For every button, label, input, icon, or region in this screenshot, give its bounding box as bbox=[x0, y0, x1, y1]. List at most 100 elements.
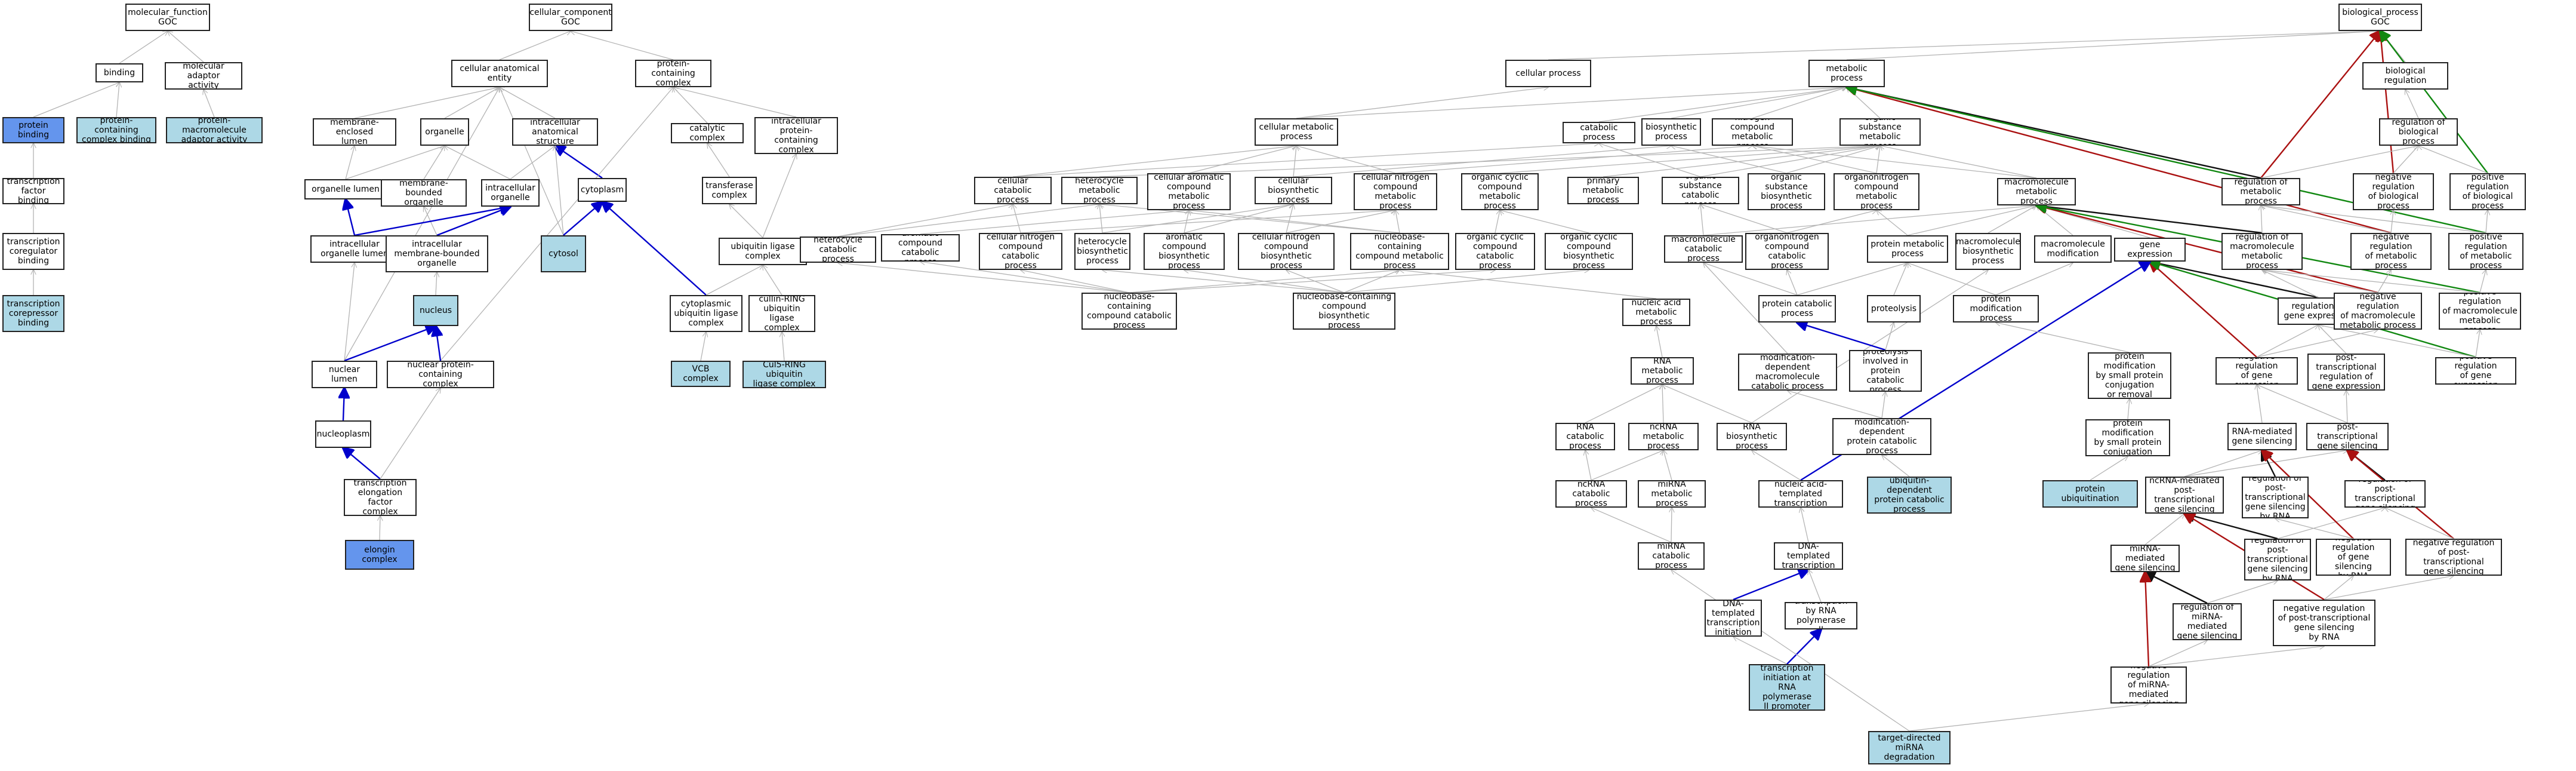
go-term-bioreg[interactable]: biological regulation bbox=[2362, 62, 2448, 90]
go-term-prmp[interactable]: positive regulation of metabolic process bbox=[2448, 233, 2523, 270]
go-term-trnap[interactable]: transcription by RNA polymerase II bbox=[1785, 602, 1857, 629]
go-term-metproc[interactable]: metabolic process bbox=[1808, 60, 1885, 87]
go-term-occmp[interactable]: organic cyclic compound metabolic proces… bbox=[1461, 173, 1539, 210]
go-term-nrmp[interactable]: negative regulation of metabolic process bbox=[2350, 233, 2432, 270]
go-term-osbp[interactable]: organic substance biosynthetic process bbox=[1748, 173, 1825, 210]
go-term-proteolysis[interactable]: proteolysis bbox=[1867, 295, 1921, 322]
go-term-regbp[interactable]: regulation of biological process bbox=[2379, 118, 2458, 146]
go-term-ptgs[interactable]: post-transcriptional gene silencing bbox=[2306, 423, 2389, 450]
go-term-rnabp[interactable]: RNA biosynthetic process bbox=[1717, 423, 1787, 450]
go-term-vcb[interactable]: VCB complex bbox=[671, 361, 731, 387]
go-term-elongin[interactable]: elongin complex bbox=[345, 540, 414, 570]
go-term-nucleus[interactable]: nucleus bbox=[413, 295, 458, 326]
go-term-regmp[interactable]: regulation of metabolic process bbox=[2221, 178, 2300, 205]
go-term-namp[interactable]: nucleic acid metabolic process bbox=[1622, 299, 1690, 326]
go-term-regptgsrna[interactable]: regulation of post-transcriptional gene … bbox=[2242, 477, 2309, 518]
go-term-hbp[interactable]: heterocycle biosynthetic process bbox=[1074, 233, 1130, 270]
go-term-pipcp[interactable]: proteolysis involved in protein cataboli… bbox=[1849, 350, 1922, 392]
go-term-regmirnags[interactable]: regulation of miRNA-mediated gene silenc… bbox=[2173, 603, 2242, 640]
go-term-cmp[interactable]: cellular metabolic process bbox=[1255, 118, 1338, 146]
go-term-ncrnacp[interactable]: ncRNA catabolic process bbox=[1555, 480, 1627, 508]
go-term-ncrnamp[interactable]: ncRNA metabolic process bbox=[1628, 423, 1699, 450]
go-term-cc[interactable]: cellular_component GOC bbox=[529, 4, 612, 31]
go-term-onccp[interactable]: organonitrogen compound catabolic proces… bbox=[1745, 233, 1829, 270]
go-term-occbp[interactable]: organic cyclic compound biosynthetic pro… bbox=[1545, 233, 1633, 270]
go-term-npcc[interactable]: nuclear protein-containing complex bbox=[387, 361, 494, 388]
go-term-regptgs[interactable]: regulation of post-transcriptional gene … bbox=[2344, 480, 2426, 508]
go-term-biosynproc[interactable]: biosynthetic process bbox=[1641, 118, 1701, 146]
go-term-tfb[interactable]: transcription factor binding bbox=[2, 178, 64, 204]
go-term-mbo[interactable]: membrane-bounded organelle bbox=[381, 179, 467, 207]
go-term-ptrge[interactable]: post-transcriptional regulation of gene … bbox=[2307, 354, 2385, 391]
go-term-pccb[interactable]: protein-containing complex binding bbox=[76, 117, 156, 143]
go-term-pmspc[interactable]: protein modification by small protein co… bbox=[2088, 352, 2171, 399]
go-term-madapt[interactable]: molecular adaptor activity bbox=[165, 62, 242, 90]
go-term-ulcx[interactable]: ubiquitin ligase complex bbox=[719, 238, 807, 265]
go-term-bp[interactable]: biological_process GOC bbox=[2338, 4, 2422, 31]
go-term-cae[interactable]: cellular anatomical entity bbox=[451, 60, 548, 87]
go-term-iol[interactable]: intracellular organelle lumen bbox=[310, 235, 399, 263]
go-term-ol[interactable]: organelle lumen bbox=[304, 179, 387, 199]
go-term-tdmd[interactable]: target-directed miRNA degradation bbox=[1868, 731, 1951, 764]
go-term-nrbp[interactable]: negative regulation of biological proces… bbox=[2353, 173, 2434, 210]
go-term-io[interactable]: intracellular organelle bbox=[481, 179, 540, 207]
go-term-onmp[interactable]: organonitrogen compound metabolic proces… bbox=[1834, 173, 1919, 210]
go-term-occcp[interactable]: organic cyclic compound catabolic proces… bbox=[1455, 233, 1535, 270]
go-term-prge[interactable]: positive regulation of gene expression bbox=[2435, 357, 2516, 385]
go-term-mel[interactable]: membrane-enclosed lumen bbox=[313, 118, 396, 146]
go-term-mmp[interactable]: macromolecule metabolic process bbox=[1997, 178, 2076, 205]
go-term-mcp[interactable]: macromolecule catabolic process bbox=[1664, 235, 1743, 263]
go-term-binding[interactable]: binding bbox=[95, 63, 143, 82]
go-term-cnccp[interactable]: cellular nitrogen compound catabolic pro… bbox=[979, 233, 1062, 270]
go-term-protcp[interactable]: protein catabolic process bbox=[1758, 295, 1836, 322]
go-term-rnags[interactable]: RNA-mediated gene silencing bbox=[2227, 423, 2297, 450]
go-term-cul5[interactable]: Cul5-RING ubiquitin ligase complex bbox=[742, 361, 826, 388]
go-term-dtti[interactable]: DNA-templated transcription initiation bbox=[1705, 600, 1762, 637]
go-term-pmspconj[interactable]: protein modification by small protein co… bbox=[2085, 419, 2170, 456]
go-term-tiarnap[interactable]: transcription initiation at RNA polymera… bbox=[1749, 664, 1825, 711]
go-term-ncrnagsil[interactable]: ncRNA-mediated post-transcriptional gene… bbox=[2145, 477, 2224, 514]
go-term-nrmirnags[interactable]: negative regulation of miRNA-mediated ge… bbox=[2110, 666, 2187, 704]
go-term-udpcp[interactable]: ubiquitin-dependent protein catabolic pr… bbox=[1867, 477, 1952, 514]
go-term-tcob[interactable]: transcription coregulator binding bbox=[2, 233, 64, 270]
go-term-dtt[interactable]: DNA-templated transcription bbox=[1774, 542, 1843, 570]
go-term-nbcmp[interactable]: nucleobase-containing compound metabolic… bbox=[1350, 233, 1449, 270]
go-term-cytosol[interactable]: cytosol bbox=[541, 235, 586, 272]
go-term-mmod[interactable]: macromolecule modification bbox=[2034, 235, 2112, 263]
go-term-mf[interactable]: molecular_function GOC bbox=[125, 4, 210, 31]
go-term-mdpcp[interactable]: modification-dependent protein catabolic… bbox=[1832, 418, 1931, 455]
go-term-protmp[interactable]: protein metabolic process bbox=[1867, 235, 1948, 263]
go-term-nucleoplasm[interactable]: nucleoplasm bbox=[315, 420, 371, 448]
go-term-ccp[interactable]: cellular catabolic process bbox=[974, 177, 1052, 204]
go-term-pcc[interactable]: protein-containing complex bbox=[635, 60, 711, 87]
go-term-rnacp[interactable]: RNA catabolic process bbox=[1555, 423, 1615, 450]
go-term-geneexp[interactable]: gene expression bbox=[2114, 238, 2186, 262]
go-term-crulcx[interactable]: cullin-RING ubiquitin ligase complex bbox=[748, 295, 815, 332]
go-term-protbind[interactable]: protein binding bbox=[2, 117, 64, 143]
go-term-natt[interactable]: nucleic acid-templated transcription bbox=[1758, 480, 1843, 508]
go-term-tefc[interactable]: transcription elongation factor complex bbox=[344, 479, 417, 516]
go-term-cytoplasm[interactable]: cytoplasm bbox=[578, 178, 627, 202]
go-term-protubiq[interactable]: protein ubiquitination bbox=[2042, 480, 2138, 508]
go-term-mdmcp[interactable]: modification-dependent macromolecule cat… bbox=[1738, 354, 1837, 391]
go-term-mirnacp[interactable]: miRNA catabolic process bbox=[1638, 542, 1705, 570]
go-term-prmmp[interactable]: positive regulation of macromolecule met… bbox=[2439, 293, 2521, 330]
go-term-organelle[interactable]: organelle bbox=[420, 118, 469, 146]
go-term-nrptgs[interactable]: negative regulation of post-transcriptio… bbox=[2405, 539, 2502, 576]
go-term-catproc[interactable]: catabolic process bbox=[1563, 122, 1635, 143]
go-term-acbp[interactable]: aromatic compound biosynthetic process bbox=[1144, 233, 1225, 270]
go-term-trcx[interactable]: transferase complex bbox=[702, 177, 757, 204]
go-term-oscp[interactable]: organic substance catabolic process bbox=[1662, 177, 1739, 204]
go-term-cellproc[interactable]: cellular process bbox=[1505, 60, 1591, 87]
go-term-ipcc[interactable]: intracellular protein-containing complex bbox=[754, 117, 838, 154]
go-term-rnamp[interactable]: RNA metabolic process bbox=[1631, 357, 1694, 385]
go-term-imbo[interactable]: intracellular membrane-bounded organelle bbox=[386, 235, 488, 272]
go-term-nrptgsrna[interactable]: negative regulation of post-transcriptio… bbox=[2273, 600, 2375, 646]
go-term-pmaa[interactable]: protein-macromolecule adaptor activity bbox=[166, 117, 263, 143]
go-term-ncmp[interactable]: nitrogen compound metabolic process bbox=[1712, 118, 1793, 146]
go-term-tcorb[interactable]: transcription corepressor binding bbox=[2, 295, 64, 332]
go-term-nrgsrna[interactable]: negative regulation of gene silencing by… bbox=[2316, 539, 2391, 576]
go-term-nrge[interactable]: negative regulation of gene expression bbox=[2216, 357, 2298, 385]
go-term-nlumen[interactable]: nuclear lumen bbox=[312, 361, 377, 388]
go-term-cacmp[interactable]: cellular aromatic compound metabolic pro… bbox=[1147, 173, 1231, 210]
